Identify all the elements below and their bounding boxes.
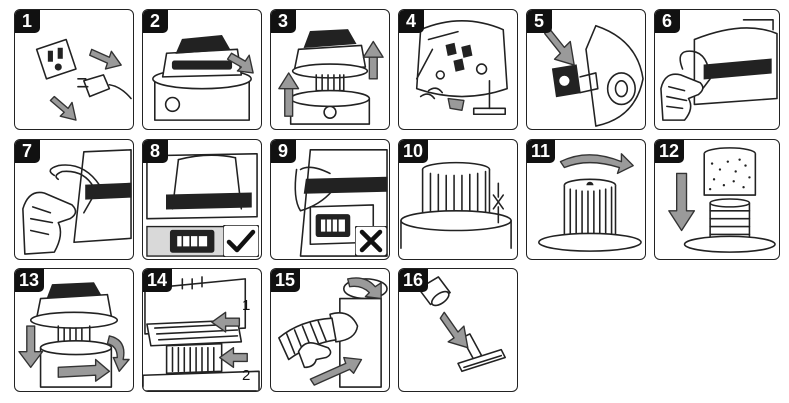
step-number: 11	[527, 140, 556, 163]
lift-head-illustration	[278, 29, 384, 125]
step-panel-12: 12	[654, 139, 780, 260]
step-panel-11: 11	[526, 139, 646, 260]
connect-hose-illustration	[278, 277, 388, 388]
hose-inlet-illustration	[143, 276, 260, 391]
step-number: 1	[15, 10, 40, 33]
step-panel-1: 1	[14, 9, 134, 130]
step-number: 14	[143, 269, 173, 292]
callout-2: 2	[242, 367, 251, 384]
step-number: 2	[143, 10, 168, 33]
step-panel-14: 14 1 2	[142, 268, 262, 392]
step-panel-9: 9	[270, 139, 390, 260]
step-panel-15: 15	[270, 268, 390, 392]
cartridge-filter-illustration	[400, 161, 512, 249]
cross-icon	[355, 226, 387, 256]
step-number: 6	[655, 10, 680, 33]
step-panel-6: 6	[654, 9, 780, 130]
check-icon	[223, 225, 259, 257]
step-number: 12	[655, 140, 685, 163]
step-panel-5: 5	[526, 9, 646, 130]
step-number: 8	[143, 140, 168, 163]
step-number: 9	[271, 140, 296, 163]
latch-grip-illustration	[660, 19, 778, 121]
step-panel-4: 4	[398, 9, 518, 130]
callout-1: 1	[242, 297, 251, 314]
step-number: 10	[399, 140, 429, 163]
vacuum-head-illustration	[152, 34, 254, 121]
twist-retainer-illustration	[538, 153, 642, 252]
attach-nozzle-illustration	[417, 276, 506, 373]
latch-correct-illustration	[146, 152, 258, 257]
step-panel-3: 3	[270, 9, 390, 130]
accessory-storage-illustration	[415, 20, 508, 116]
foam-sleeve-illustration	[668, 147, 776, 253]
step-panel-16: 16	[398, 268, 518, 392]
step-number: 16	[399, 269, 429, 292]
step-number: 3	[271, 10, 296, 33]
step-panel-10: 10	[398, 139, 518, 260]
step-panel-13: 13	[14, 268, 134, 392]
step-number: 13	[15, 269, 45, 292]
step-panel-7: 7	[14, 139, 134, 260]
step-panel-2: 2	[142, 9, 262, 130]
step-number: 4	[399, 10, 424, 33]
unplug-cord-illustration	[35, 38, 132, 121]
step-number: 7	[15, 140, 40, 163]
step-number: 5	[527, 10, 552, 33]
replace-powerhead-illustration	[18, 282, 130, 388]
float-cage-illustration	[544, 24, 644, 127]
step-number: 15	[271, 269, 301, 292]
latch-pull-illustration	[22, 149, 132, 255]
step-panel-8: 8	[142, 139, 262, 260]
